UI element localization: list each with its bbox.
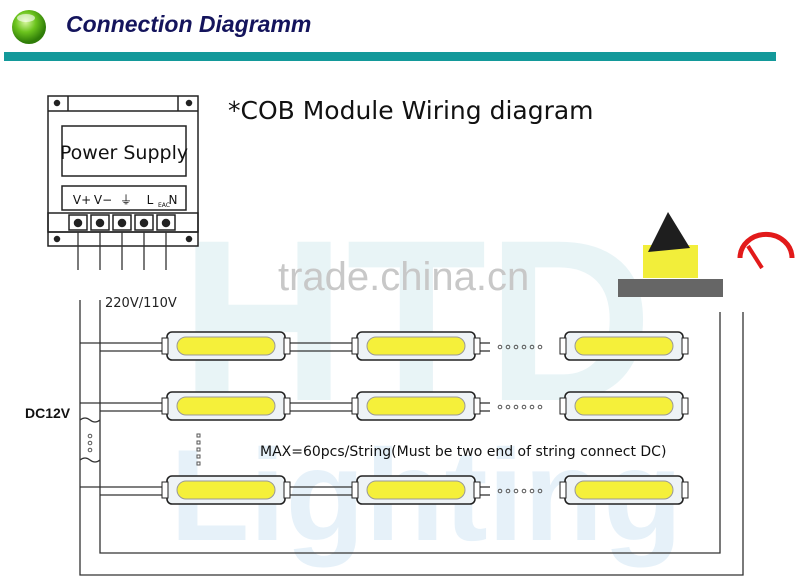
terminal-0: V+ [73, 193, 91, 207]
cob-module-r2-c1 [161, 391, 291, 421]
header: Connection Diagramm [0, 0, 800, 62]
wiring [77, 232, 744, 576]
terminal-3: L [147, 193, 154, 207]
terminal-1: V− [94, 193, 112, 207]
continuation-dots [497, 404, 543, 410]
cob-module-r2-c2 [351, 391, 481, 421]
cob-module-r1-c1 [161, 331, 291, 361]
cob-module-r1-c3 [559, 331, 689, 361]
power-supply [47, 95, 199, 247]
cob-module-r2-c3 [559, 391, 689, 421]
continuation-dots [497, 344, 543, 350]
cob-module-r1-c2 [351, 331, 481, 361]
brand-watermark: HTD Lighting [170, 192, 683, 568]
terminal-2: ⏚ [120, 193, 132, 207]
cob-module-r3-c3 [559, 475, 689, 505]
header-divider [4, 52, 776, 61]
page-title: Connection Diagramm [66, 11, 312, 37]
cob-module-r3-c2 [351, 475, 481, 505]
prohibited-icon [737, 231, 795, 259]
dc-voltage-label: DC12V [25, 405, 71, 421]
module-grid [87, 331, 689, 505]
cob-module-r3-c1 [161, 475, 291, 505]
diagram-heading: *COB Module Wiring diagram [228, 96, 594, 125]
continuation-dots [497, 488, 543, 494]
cone-icon [648, 212, 690, 252]
input-voltage-label: 220V/110V [105, 296, 177, 311]
max-note: MAX=60pcs/String(Must be two end of stri… [260, 444, 666, 460]
terminal-sub-label: EAC [158, 202, 170, 209]
green-orb-icon [12, 10, 46, 44]
trade-watermark: trade.china.cn [278, 255, 529, 299]
terminal-4: N [169, 193, 178, 207]
row-continuation-dots [87, 433, 201, 466]
mounting-bar [618, 279, 723, 297]
power-supply-label: Power Supply [60, 142, 188, 164]
warning-icons [618, 212, 795, 297]
